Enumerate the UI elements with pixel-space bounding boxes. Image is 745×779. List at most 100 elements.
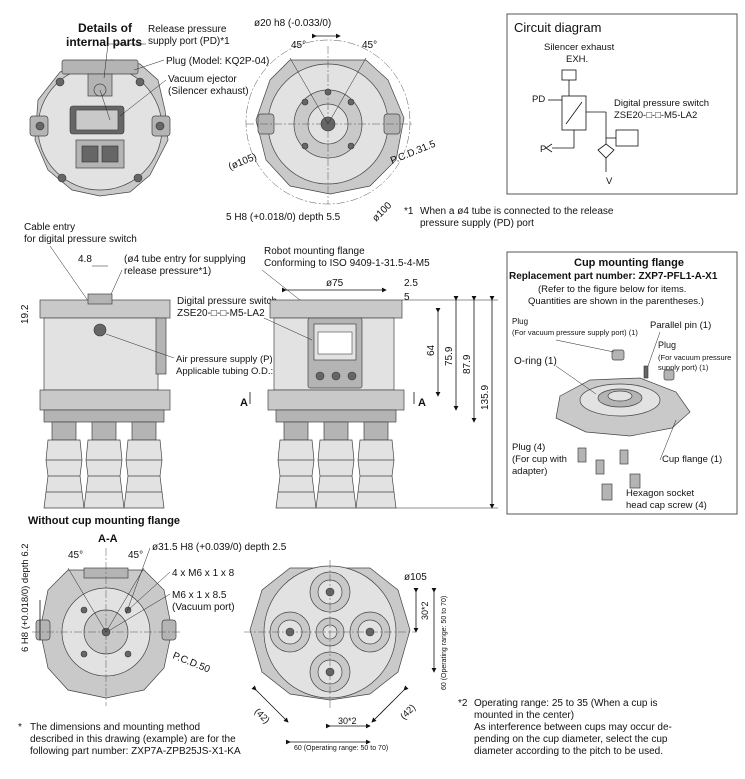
- aa-6h8: 6 H8 (+0.018/0) depth 6.2: [20, 543, 31, 652]
- robot-flange-2: Conforming to ISO 9409-1-31.5-4-M5: [264, 258, 430, 269]
- footnote-right-mark: *2: [458, 698, 468, 709]
- circuit-title: Circuit diagram: [514, 20, 601, 35]
- ejector-label-1: Vacuum ejector: [168, 74, 237, 85]
- top-dia105: (ø105): [227, 152, 258, 173]
- release-port-label-1: Release pressure: [148, 24, 227, 35]
- note1-mark: *1: [404, 206, 414, 217]
- plug1-1: Plug: [512, 317, 528, 326]
- side-view-front: [267, 299, 405, 509]
- aa-angle-1: 45°: [68, 550, 83, 561]
- dim-87-9: 87.9: [462, 354, 473, 374]
- cup-flange-replacement: Replacement part number: ZXP7-PFL1-A-X1: [509, 271, 718, 282]
- air-supply-1: Air pressure supply (P) port: [176, 354, 292, 365]
- dim-64: 64: [426, 344, 437, 356]
- plug4-3: adapter): [512, 466, 547, 477]
- aa-dia31-5: ø31.5 H8 (+0.039/0) depth 2.5: [152, 542, 287, 553]
- dim-5: 5: [404, 292, 410, 303]
- cable-entry-2: for digital pressure switch: [24, 234, 137, 245]
- cup-flange-title: Cup mounting flange: [574, 257, 684, 269]
- dim-2-5: 2.5: [404, 278, 418, 289]
- parallel-pin: Parallel pin (1): [650, 320, 711, 331]
- dim-135-9: 135.9: [480, 385, 491, 410]
- plug2-2: (For vacuum pressure: [658, 353, 731, 362]
- note1-line1: When a ø4 tube is connected to the relea…: [420, 206, 614, 217]
- cable-entry-1: Cable entry: [24, 222, 75, 233]
- footnote-right-3: As interference between cups may occur d…: [474, 722, 672, 733]
- aa-angle-2: 45°: [128, 550, 143, 561]
- screw-1: Hexagon socket: [626, 488, 694, 499]
- dim-4-8: 4.8: [78, 254, 92, 265]
- section-aa: A-A: [98, 533, 118, 545]
- circuit-switch-1: Digital pressure switch: [614, 98, 709, 109]
- circuit-schematic: [545, 69, 639, 172]
- dim-19-2: 19.2: [20, 304, 31, 324]
- cup-flange-refer-1: (Refer to the figure below for items.: [538, 284, 686, 295]
- section-a-left: A: [240, 397, 248, 409]
- top-angle-1: 45°: [291, 40, 306, 51]
- bottom-30v: 30*2: [420, 601, 430, 620]
- footnote-right-2: mounted in the center): [474, 710, 574, 721]
- robot-flange-1: Robot mounting flange: [264, 246, 365, 257]
- oring: O-ring (1): [514, 356, 557, 367]
- bottom-42-left: (42): [252, 706, 272, 726]
- screw-2: head cap screw (4): [626, 500, 707, 511]
- top-h8: 5 H8 (+0.018/0) depth 5.5: [226, 212, 341, 223]
- cup-flange-refer-2: Quantities are shown in the parentheses.…: [528, 296, 704, 307]
- switch-label-2: ZSE20-□-□-M5-LA2: [177, 308, 265, 319]
- aa-m6x85-2: (Vacuum port): [172, 602, 235, 613]
- aa-m6x8: 4 x M6 x 1 x 8: [172, 568, 235, 579]
- circuit-p: P: [540, 144, 546, 155]
- footnote-left-mark: *: [18, 722, 22, 733]
- section-a-right: A: [418, 397, 426, 409]
- ejector-label-2: (Silencer exhaust): [168, 86, 249, 97]
- tube-entry-1: (ø4 tube entry for supplying: [124, 254, 246, 265]
- bottom-range-v: 60 (Operating range: 50 to 70): [441, 596, 448, 690]
- note1-line2: pressure supply (PD) port: [420, 218, 534, 229]
- footnote-right-4: pending on the cup diameter, select the …: [474, 734, 668, 745]
- cup-flange-box: [506, 251, 738, 515]
- internal-title-1: Details of: [78, 21, 133, 35]
- top-view: [245, 39, 412, 205]
- footnote-right-1: Operating range: 25 to 35 (When a cup is: [474, 698, 657, 709]
- cup-flange-item: Cup flange (1): [662, 454, 722, 465]
- circuit-pd: PD: [532, 94, 545, 105]
- bottom-42-right: (42): [398, 702, 418, 722]
- bottom-range-h: 60 (Operating range: 50 to 70): [294, 745, 388, 752]
- internal-title-2: internal parts: [66, 35, 142, 49]
- internal-parts-view: [29, 59, 171, 197]
- section-aa-view: [32, 548, 182, 706]
- air-supply-2: Applicable tubing O.D.: ø4: [176, 366, 287, 377]
- footnote-left-3: following part number: ZXP7A-ZPB25JS-X1-…: [30, 746, 241, 757]
- tube-entry-2: release pressure*1): [124, 266, 211, 277]
- plug2-3: supply port) (1): [658, 363, 709, 372]
- circuit-box: [506, 13, 738, 195]
- bottom-dia105: ø105: [404, 572, 427, 583]
- dim-dia75: ø75: [326, 278, 344, 289]
- release-port-label-2: supply port (PD)*1: [148, 36, 230, 47]
- circuit-exh: EXH.: [566, 54, 588, 65]
- aa-pcd50: P.C.D.50: [171, 651, 212, 676]
- bottom-30h: 30*2: [338, 716, 357, 726]
- plug4-2: (For cup with: [512, 454, 567, 465]
- dim-dia20: ø20 h8 (-0.033/0): [254, 18, 331, 29]
- without-flange-title: Without cup mounting flange: [28, 515, 180, 527]
- circuit-v: V: [606, 176, 613, 187]
- aa-m6x85-1: M6 x 1 x 8.5: [172, 590, 227, 601]
- dim-75-9: 75.9: [444, 346, 455, 366]
- plug-label: Plug (Model: KQ2P-04): [166, 56, 269, 67]
- cup-flange-exploded: [555, 349, 691, 501]
- switch-label-1: Digital pressure switch: [177, 296, 277, 307]
- circuit-switch-2: ZSE20-□-□-M5-LA2: [614, 110, 697, 121]
- circuit-silencer: Silencer exhaust: [544, 42, 615, 53]
- vacuum-cups-front: [275, 421, 397, 509]
- bottom-view: [244, 560, 437, 745]
- vacuum-cups-left: [43, 421, 165, 509]
- plug2-1: Plug: [658, 340, 676, 350]
- top-angle-2: 45°: [362, 40, 377, 51]
- top-dia100: ø100: [370, 200, 394, 224]
- plug1-2: (For vacuum pressure supply port) (1): [512, 328, 638, 337]
- footnote-right-5: diameter according to the pitch to be us…: [474, 746, 663, 757]
- footnote-left-2: described in this drawing (example) are …: [30, 734, 236, 745]
- footnote-left-1: The dimensions and mounting method: [30, 722, 200, 733]
